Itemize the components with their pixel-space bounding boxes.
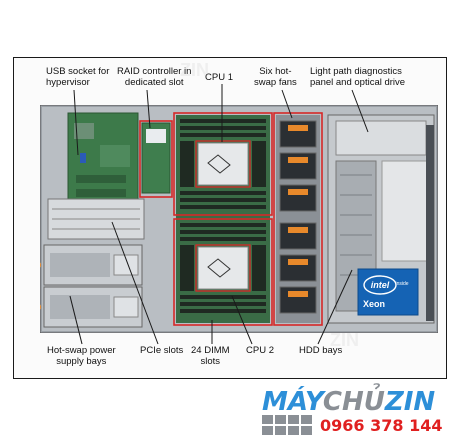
label-hdd: HDD bays [299,345,343,356]
pcie-slots [47,198,145,240]
label-cpu-2: CPU 2 [246,345,274,356]
hot-swap-fans [273,112,323,326]
cpu-2-heatsink [197,246,249,290]
label-pcie: PCIe slots [140,345,184,356]
front-drive-area: intel inside Xeon [327,114,435,324]
psu-bays [40,244,143,328]
brand-grid-icon [262,415,312,435]
label-fans: Six hot-swap fans [254,66,297,88]
inside-text: inside [395,281,408,287]
intel-xeon-badge: intel inside Xeon [357,268,419,316]
cpu-1-heatsink [197,142,249,186]
server-top-view: intel inside Xeon [40,105,438,333]
brand-logo: MÁYCHỦZIN 0966 378 144 [262,385,457,437]
raid-controller [139,120,173,198]
brand-phone: 0966 378 144 [320,416,443,435]
xeon-text: Xeon [363,299,385,309]
motherboard [67,112,139,214]
intel-text: intel [371,280,390,290]
dimm-cpu-region [173,112,273,326]
label-cpu-1: CPU 1 [205,72,233,83]
brand-name: MÁYCHỦZIN [262,387,436,417]
